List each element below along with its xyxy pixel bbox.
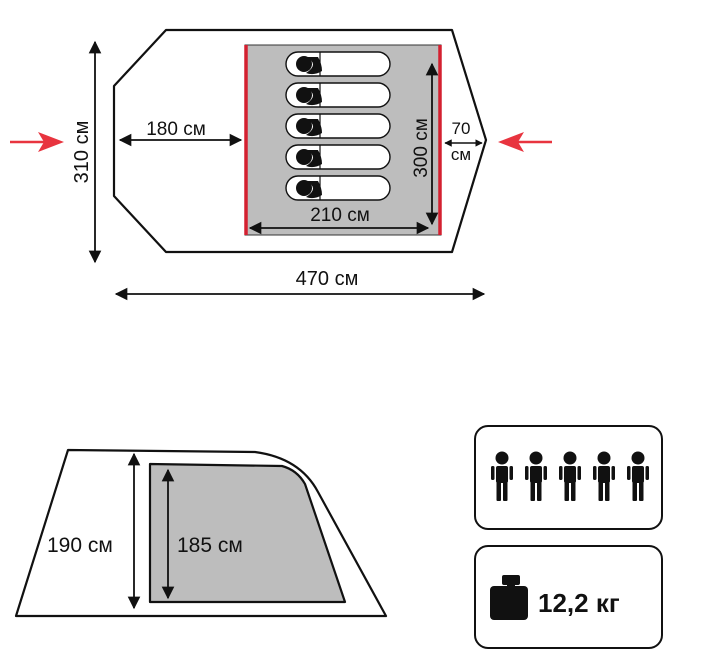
floor-plan: 300 см 210 см 180 см 70 см 310 см 470 см bbox=[10, 28, 552, 301]
outer-height-label: 190 см bbox=[47, 534, 113, 557]
total-width-label: 310 см bbox=[71, 121, 93, 184]
sleeping-places bbox=[285, 51, 391, 201]
total-length-label: 470 см bbox=[296, 268, 359, 290]
sleeping-bag-icon bbox=[285, 144, 391, 170]
person-icon bbox=[491, 451, 513, 501]
capacity-box bbox=[474, 425, 663, 530]
inner-length-label: 300 см bbox=[411, 118, 432, 178]
sleeping-bag-icon bbox=[285, 51, 391, 77]
sleeping-bag-icon bbox=[285, 82, 391, 108]
inner-width-label: 210 см bbox=[310, 205, 370, 226]
rear-vestibule-unit: см bbox=[451, 145, 471, 164]
weight-box: 12,2 кг bbox=[474, 545, 663, 649]
vestibule-label: 180 см bbox=[146, 119, 206, 140]
weight-icon bbox=[490, 575, 528, 620]
entrance-arrow-left-icon bbox=[10, 132, 64, 152]
rear-vestibule-value: 70 bbox=[452, 119, 471, 138]
sleeping-bag-icon bbox=[285, 113, 391, 139]
side-inner-tent bbox=[148, 462, 347, 604]
weight-label: 12,2 кг bbox=[538, 588, 620, 618]
entrance-arrow-right-icon bbox=[498, 132, 552, 152]
inner-height-label: 185 см bbox=[177, 534, 243, 557]
person-icon bbox=[559, 451, 581, 501]
person-icon bbox=[627, 451, 649, 501]
person-icon bbox=[525, 451, 547, 501]
sleeping-bag-icon bbox=[285, 175, 391, 201]
side-view: 190 см 185 см bbox=[14, 448, 388, 618]
persons-group bbox=[491, 451, 649, 501]
person-icon bbox=[593, 451, 615, 501]
